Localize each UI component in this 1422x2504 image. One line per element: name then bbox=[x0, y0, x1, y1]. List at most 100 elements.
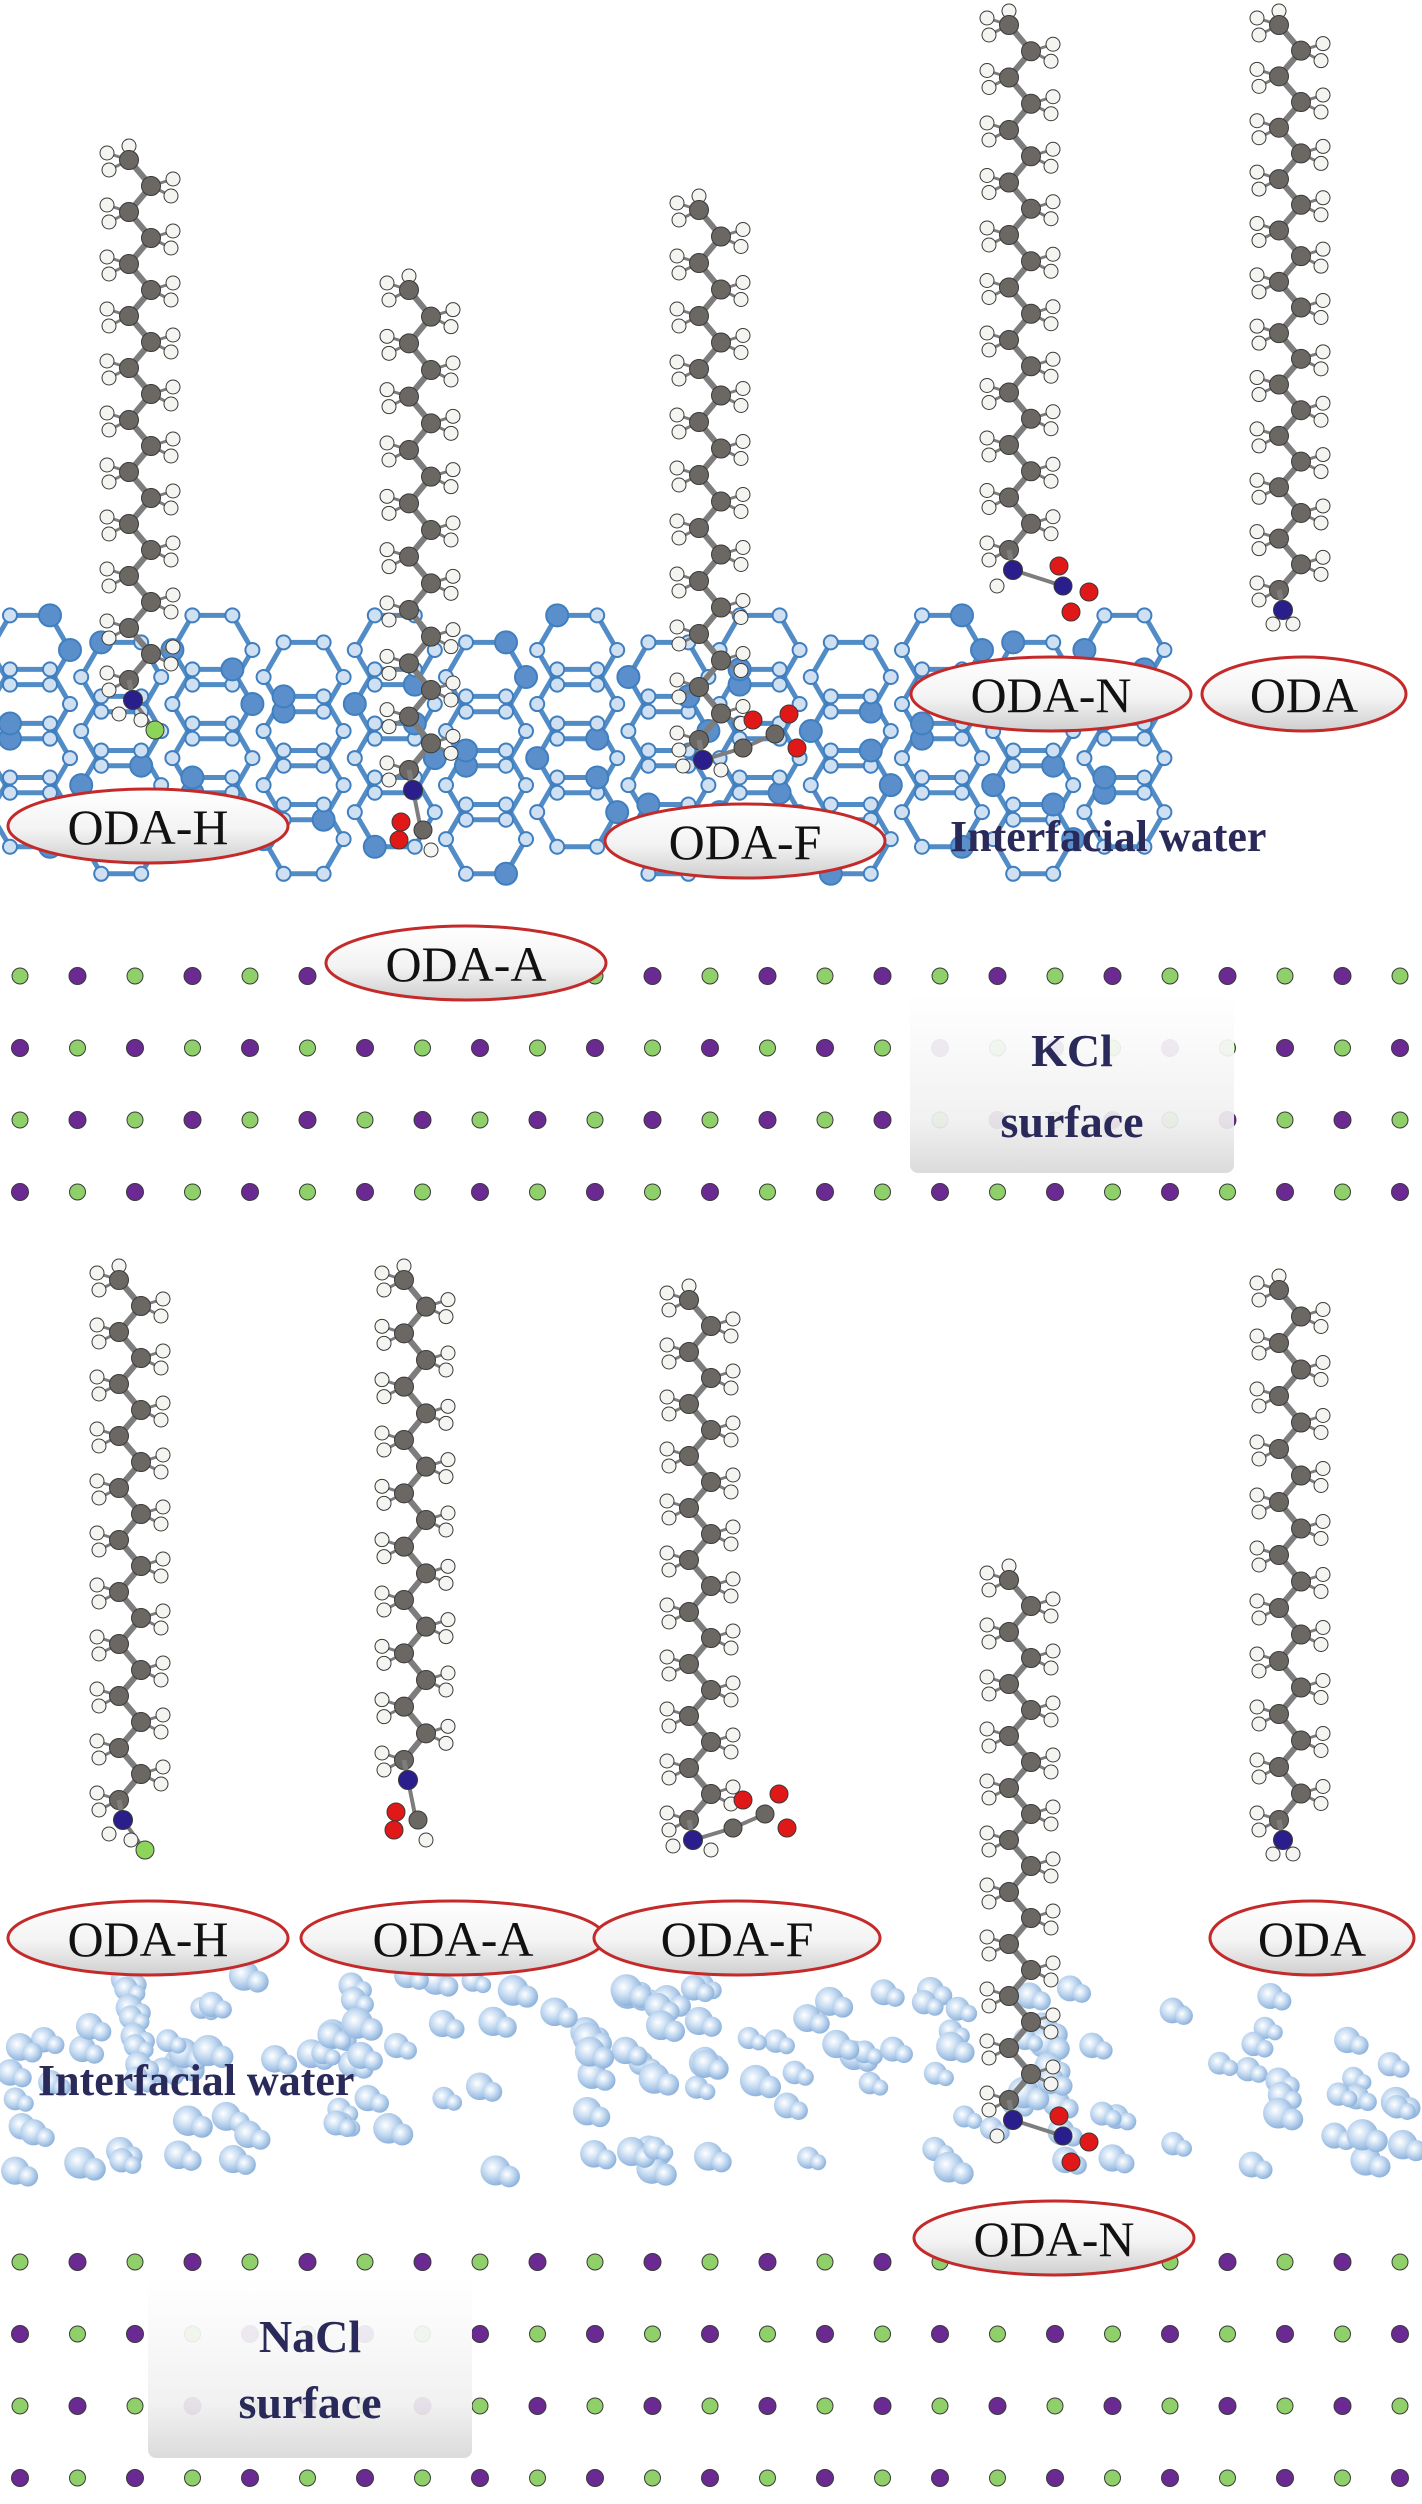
water-molecule bbox=[737, 2026, 767, 2051]
hydrogen-atom bbox=[669, 248, 685, 264]
hydrogen-atom bbox=[981, 1790, 997, 1806]
water-molecule bbox=[1377, 2051, 1410, 2078]
hydrogen-atom bbox=[1313, 566, 1329, 582]
carbon-atom bbox=[999, 225, 1019, 245]
hydrogen-atom bbox=[91, 1542, 107, 1558]
hydrogen-atom bbox=[1045, 89, 1061, 105]
cation bbox=[1161, 2325, 1179, 2343]
hydrogen-atom bbox=[979, 10, 995, 26]
top-label-oda-n: ODA-N bbox=[909, 655, 1193, 733]
carbon-atom bbox=[1291, 1412, 1311, 1433]
water-molecule bbox=[1098, 2144, 1135, 2174]
carbon-atom bbox=[701, 1732, 721, 1752]
water-node bbox=[894, 750, 910, 767]
hydrogen-atom bbox=[163, 500, 179, 516]
hydrogen-atom bbox=[1313, 515, 1329, 531]
hydrogen-atom bbox=[1251, 1769, 1267, 1785]
hydrogen-atom bbox=[1043, 526, 1059, 542]
hydrogen-atom bbox=[438, 1575, 454, 1591]
hydrogen-atom bbox=[99, 405, 115, 421]
svg-text:ODA: ODA bbox=[1258, 1911, 1366, 1967]
carbon-atom bbox=[1269, 425, 1289, 446]
hydrogen-atom bbox=[376, 1335, 392, 1351]
hydrogen-atom bbox=[1313, 1743, 1329, 1758]
hydrogen-atom bbox=[438, 1415, 454, 1431]
carbon-atom bbox=[679, 1342, 699, 1362]
hydrogen-atom bbox=[1249, 1805, 1265, 1821]
water-molecule bbox=[69, 2035, 105, 2064]
cation bbox=[1391, 1039, 1409, 1057]
hydrogen-atom bbox=[1045, 1851, 1061, 1867]
hydrogen-atom bbox=[381, 559, 397, 575]
carbon-atom bbox=[701, 1420, 721, 1440]
hydrogen-atom bbox=[1313, 1584, 1329, 1599]
cation bbox=[643, 2253, 662, 2271]
hydrogen-atom bbox=[671, 212, 687, 228]
cation bbox=[241, 1039, 259, 1057]
anion bbox=[529, 2325, 546, 2343]
head-group bbox=[989, 549, 1099, 622]
cation bbox=[816, 2469, 834, 2487]
hydrogen-atom bbox=[1315, 344, 1331, 360]
cation bbox=[758, 2397, 777, 2415]
hydrogen-atom bbox=[153, 1464, 169, 1480]
hydrogen-atom bbox=[1315, 395, 1331, 411]
water-node bbox=[224, 715, 241, 732]
water-node bbox=[315, 865, 332, 882]
hydrogen-atom bbox=[445, 462, 461, 478]
hydrogen-atom bbox=[979, 483, 995, 498]
cation bbox=[586, 2469, 604, 2487]
carbon-atom bbox=[394, 1270, 414, 1290]
hydrogen-atom bbox=[101, 370, 117, 386]
carbon-atom bbox=[689, 306, 709, 326]
carbon-atom bbox=[141, 592, 161, 612]
water-node bbox=[240, 692, 265, 717]
anion bbox=[701, 2253, 719, 2271]
hydrogen-atom bbox=[440, 1292, 456, 1308]
hydrogen-atom bbox=[1315, 498, 1331, 514]
oxygen-atom bbox=[1049, 556, 1069, 576]
cation bbox=[241, 1183, 259, 1201]
hydrogen-atom bbox=[1313, 464, 1329, 480]
carbon-atom bbox=[723, 1818, 743, 1838]
water-molecule bbox=[580, 2139, 617, 2170]
hydrogen-atom bbox=[669, 195, 685, 211]
carbon-atom bbox=[119, 254, 139, 274]
water-node bbox=[858, 738, 883, 763]
oxygen-atom bbox=[1079, 2132, 1099, 2152]
alkyl-chain bbox=[1249, 3, 1331, 608]
hydrogen-atom bbox=[703, 1842, 719, 1858]
carbon-atom bbox=[1021, 1596, 1041, 1616]
cation bbox=[1391, 1183, 1409, 1201]
hydrogen-atom bbox=[89, 1785, 105, 1801]
anion bbox=[644, 2469, 661, 2487]
water-molecule bbox=[218, 2144, 256, 2175]
nacl-surface-label-line1: NaCl bbox=[259, 2311, 361, 2362]
hydrogen-atom bbox=[1285, 616, 1301, 632]
hydrogen-atom bbox=[91, 1386, 107, 1402]
hydrogen-atom bbox=[725, 1519, 741, 1535]
water-node bbox=[1136, 784, 1153, 801]
carbon-atom bbox=[1291, 194, 1311, 215]
carbon-atom bbox=[1269, 1280, 1289, 1300]
nitrogen-atom bbox=[1003, 560, 1023, 580]
carbon-atom bbox=[999, 1882, 1019, 1902]
carbon-atom bbox=[416, 1616, 436, 1637]
cation bbox=[873, 2397, 892, 2415]
carbon-atom bbox=[421, 306, 441, 327]
hydrogen-atom bbox=[91, 1802, 107, 1818]
hydrogen-atom bbox=[1315, 447, 1331, 463]
carbon-atom bbox=[1269, 1386, 1289, 1406]
hydrogen-atom bbox=[733, 557, 749, 572]
water-node bbox=[1136, 838, 1153, 855]
hydrogen-atom bbox=[89, 1525, 105, 1541]
cation bbox=[988, 967, 1007, 985]
water-node bbox=[164, 696, 181, 713]
carbon-atom bbox=[141, 436, 161, 456]
water-node bbox=[438, 777, 454, 794]
water-node bbox=[914, 838, 930, 855]
cation bbox=[1218, 967, 1237, 985]
carbon-atom bbox=[131, 1764, 151, 1784]
hydrogen-atom bbox=[661, 1510, 677, 1526]
nitrogen-atom bbox=[403, 780, 423, 800]
